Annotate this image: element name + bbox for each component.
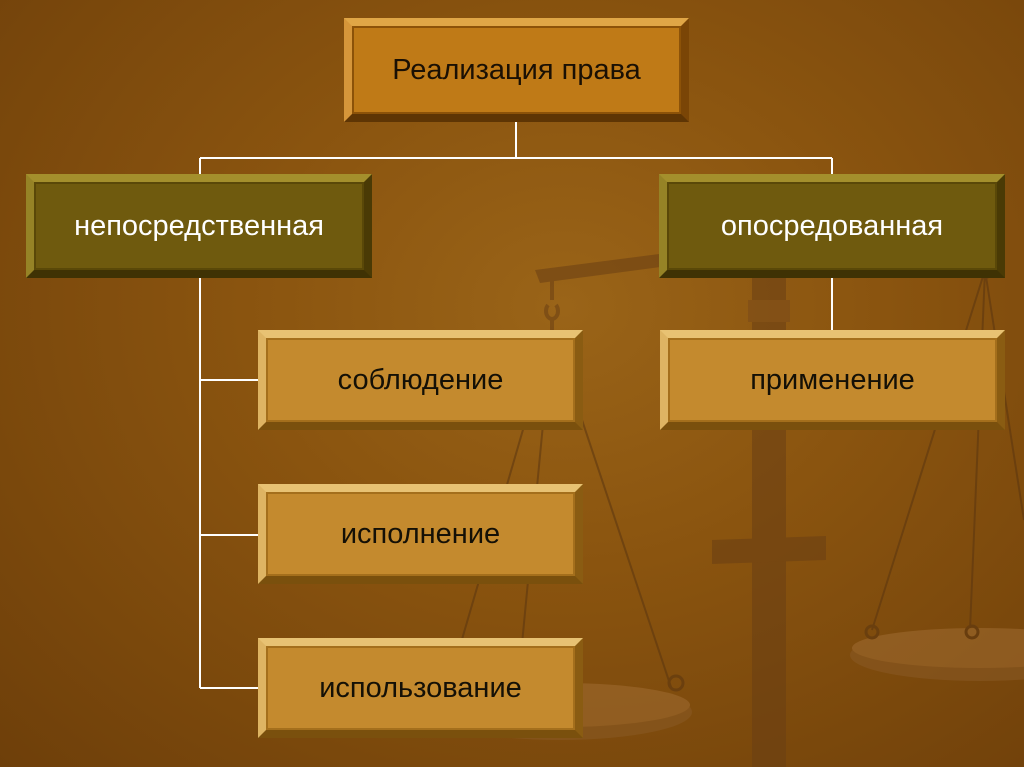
- branch-node-mediated: опосредованная: [659, 174, 1005, 278]
- form-node-execution: исполнение: [258, 484, 583, 584]
- root-node-label: Реализация права: [392, 53, 641, 86]
- branch-node-direct: непосредственная: [26, 174, 372, 278]
- form-node-application-label: применение: [750, 363, 915, 396]
- form-node-application: применение: [660, 330, 1005, 430]
- branch-node-direct-label: непосредственная: [74, 209, 324, 242]
- form-node-observance-label: соблюдение: [337, 363, 504, 396]
- form-node-use-label: использование: [319, 671, 522, 704]
- form-node-use: использование: [258, 638, 583, 738]
- branch-node-mediated-label: опосредованная: [720, 209, 944, 242]
- root-node-box: Реализация права: [344, 18, 689, 122]
- form-node-execution-label: исполнение: [340, 517, 501, 550]
- form-node-observance: соблюдение: [258, 330, 583, 430]
